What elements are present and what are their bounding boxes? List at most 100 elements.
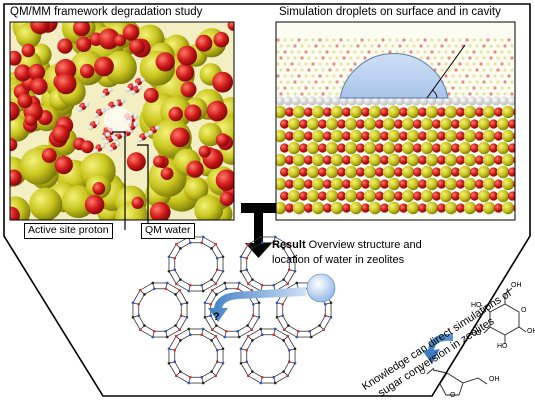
background-atom <box>339 38 343 42</box>
background-atom <box>279 44 283 48</box>
hmf-atom-label: OH <box>489 376 500 383</box>
framework-bond <box>174 248 181 259</box>
background-atom <box>335 80 339 84</box>
slab-silicon <box>287 165 301 179</box>
framework-node <box>164 287 167 291</box>
framework-bond <box>284 329 297 338</box>
framework-node <box>138 328 142 332</box>
framework-node <box>281 314 285 317</box>
slab-silicon <box>382 141 396 155</box>
background-atom <box>339 86 343 90</box>
background-atom <box>283 74 287 78</box>
slab-oxygen <box>488 167 499 177</box>
background-atom <box>447 44 451 48</box>
background-atom <box>416 38 420 42</box>
framework-node <box>245 360 249 363</box>
background-atom <box>325 38 329 42</box>
background-atom <box>367 50 371 54</box>
framework-bond <box>283 269 290 280</box>
slab-silicon <box>292 201 306 215</box>
slab-oxygen <box>455 203 466 213</box>
slab-oxygen <box>512 156 515 164</box>
background-atom <box>482 56 486 60</box>
framework-node <box>151 281 155 285</box>
slab-oxygen <box>284 131 295 141</box>
slab-oxygen <box>284 203 295 213</box>
slab-oxygen <box>322 131 333 141</box>
framework-bond <box>201 242 212 249</box>
framework-bond <box>168 336 177 349</box>
background-atom <box>300 56 304 60</box>
background-atom <box>454 92 458 96</box>
background-atom <box>454 68 458 72</box>
slab-oxygen <box>393 143 404 153</box>
water-hydrogen <box>137 137 143 143</box>
framework-bond <box>288 325 299 332</box>
slab-oxygen <box>317 167 328 177</box>
slab-oxygen <box>317 143 328 153</box>
framework-node <box>179 339 182 342</box>
slab-oxygen <box>431 167 442 177</box>
framework-node <box>223 281 227 285</box>
framework-bond <box>246 361 253 372</box>
slab-silicon <box>425 105 439 119</box>
background-atom <box>486 74 490 78</box>
framework-node <box>282 278 285 281</box>
slab-oxygen <box>507 167 515 177</box>
background-atom <box>503 92 507 96</box>
slab-oxygen <box>431 143 442 153</box>
framework-bond <box>201 371 212 378</box>
framework-bond <box>168 271 177 284</box>
background-atom <box>395 50 399 54</box>
background-atom <box>503 68 507 72</box>
slab-silicon <box>368 153 382 167</box>
framework-node <box>167 269 171 273</box>
background-atom <box>451 74 455 78</box>
background-atom <box>304 50 308 54</box>
framework-bond <box>168 244 177 257</box>
glucose-atom-label: HO <box>497 343 508 350</box>
framework-bond <box>167 282 180 291</box>
slab-silicon <box>425 129 439 143</box>
background-atom <box>468 80 472 84</box>
surface-hydrogen <box>451 96 461 106</box>
framework-node <box>210 288 214 292</box>
slab-silicon <box>349 177 363 191</box>
background-atom <box>321 44 325 48</box>
slab-oxygen <box>512 132 515 140</box>
framework-node <box>286 374 290 378</box>
framework-bond <box>216 325 227 332</box>
slab-silicon <box>496 117 510 131</box>
water-hydrogen <box>120 98 126 104</box>
water-to-cavity-arrow <box>208 287 306 322</box>
framework-bond <box>252 279 263 286</box>
background-atom <box>339 74 343 78</box>
background-atom <box>486 50 490 54</box>
background-atom <box>440 44 444 48</box>
slab-silicon <box>306 189 320 203</box>
slab-silicon <box>482 201 496 215</box>
oxygen-atom <box>92 182 106 195</box>
oxygen-atom <box>10 169 22 186</box>
water-hydrogen <box>100 92 106 98</box>
slab-oxygen <box>279 143 290 153</box>
framework-node <box>236 287 239 291</box>
slab-oxygen <box>417 107 428 117</box>
background-atom <box>307 80 311 84</box>
framework-node <box>282 339 285 342</box>
framework-node <box>187 289 191 293</box>
slab-oxygen <box>341 131 352 141</box>
slab-oxygen <box>322 179 333 189</box>
background-atom <box>503 80 507 84</box>
slab-silicon <box>463 153 477 167</box>
framework-bond <box>138 315 145 326</box>
background-atom <box>426 56 430 60</box>
slab-silicon <box>458 117 472 131</box>
framework-node <box>246 374 250 378</box>
background-atom <box>465 62 469 66</box>
water-hydrogen <box>137 85 143 90</box>
oxygen-atom <box>30 22 50 35</box>
oxygen-atom <box>149 201 171 220</box>
slab-silicon <box>368 177 382 191</box>
framework-node <box>257 301 261 305</box>
